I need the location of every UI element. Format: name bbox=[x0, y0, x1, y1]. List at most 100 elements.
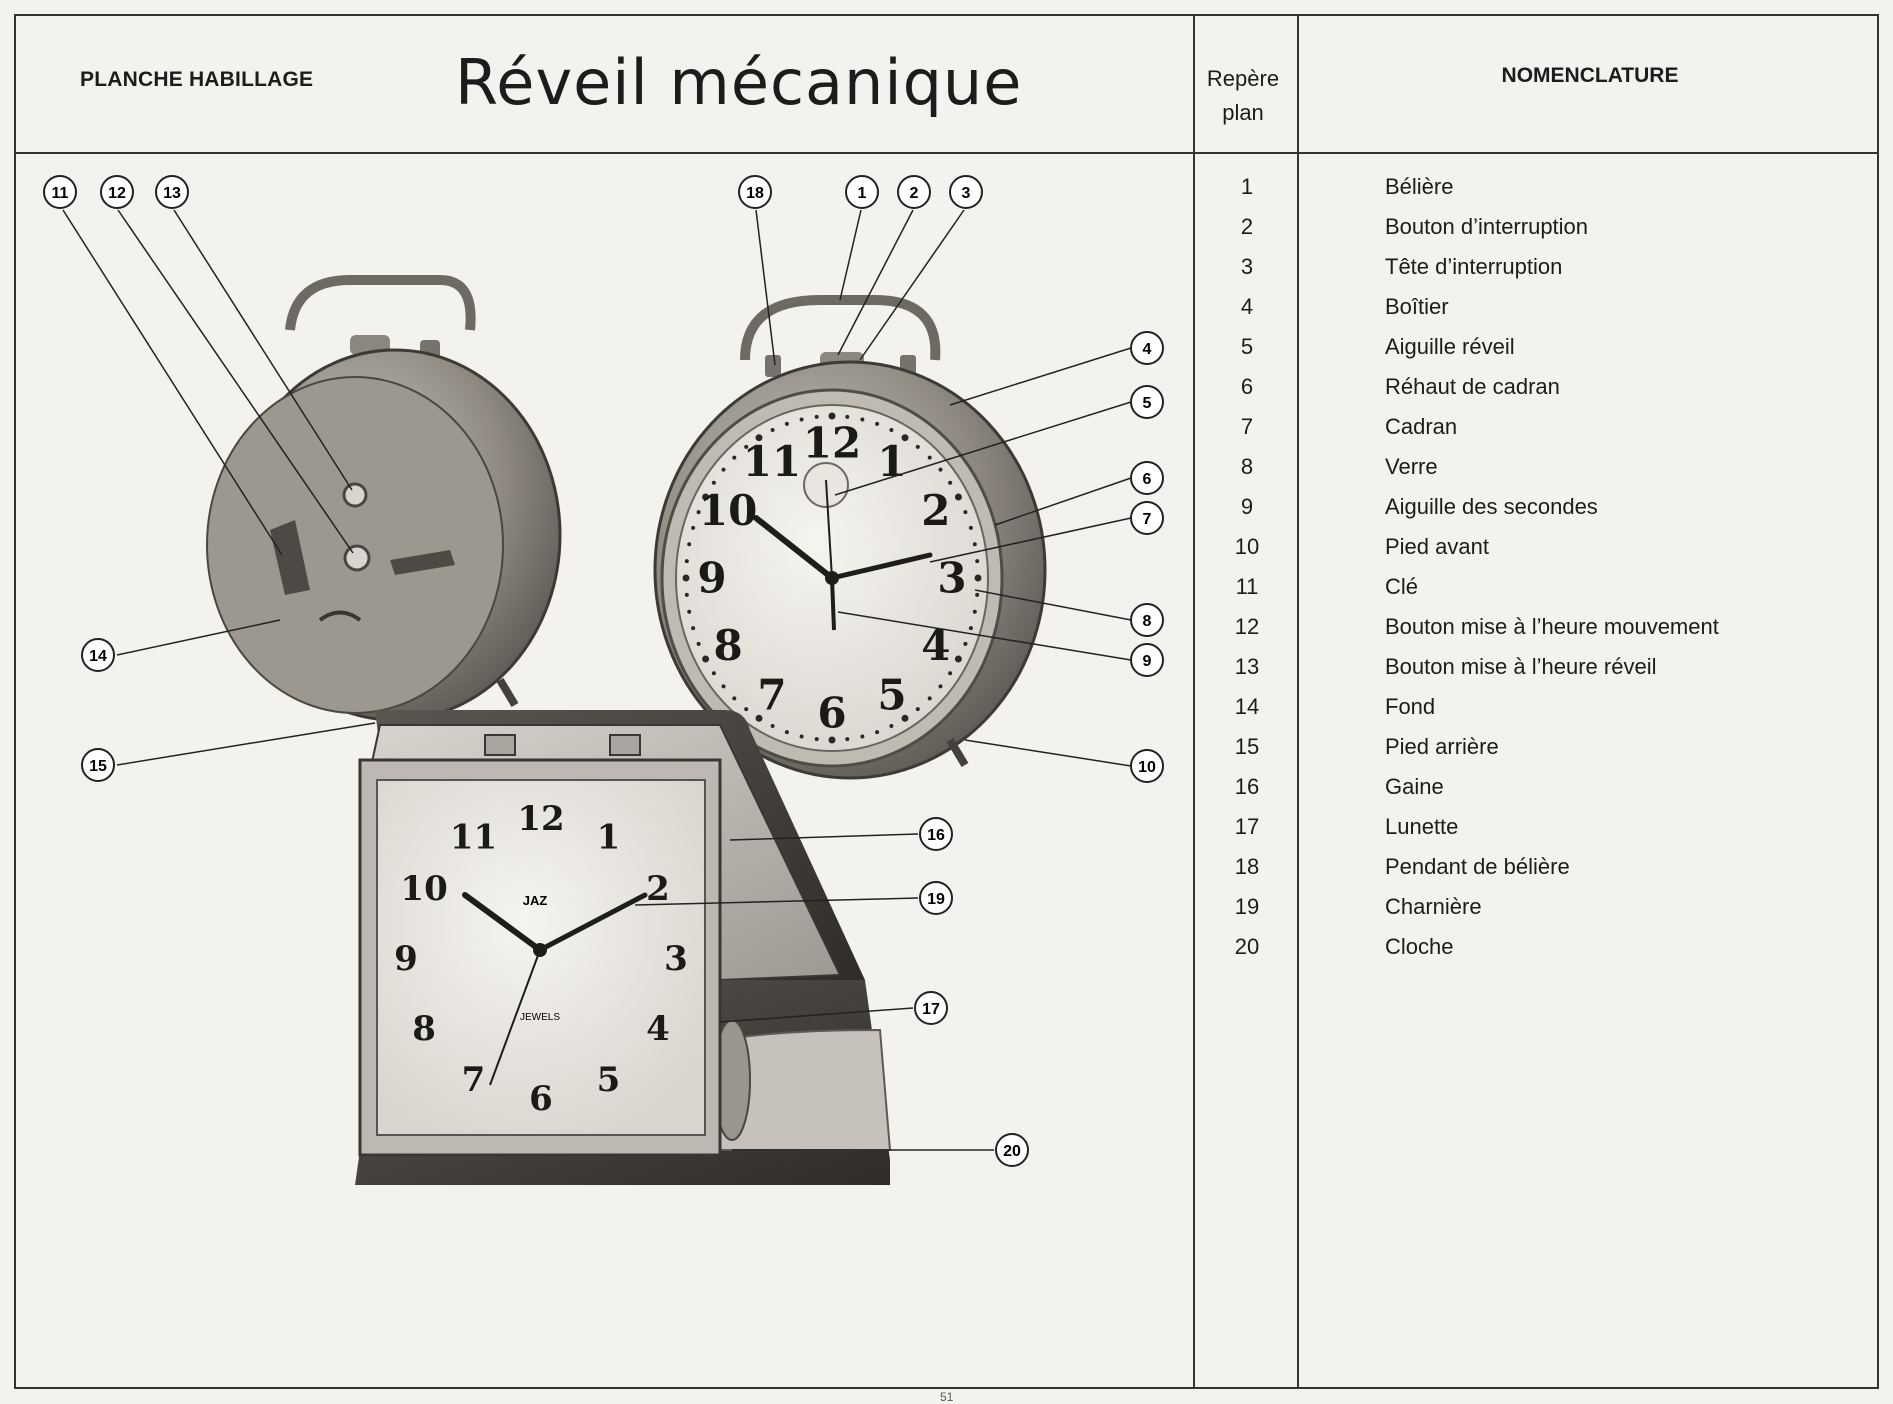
item-label: Bouton mise à l’heure réveil bbox=[1385, 654, 1657, 679]
minute-dot bbox=[696, 510, 701, 515]
minute-dot bbox=[684, 559, 689, 564]
dial-numeral: 6 bbox=[817, 689, 846, 738]
alarm-set-knob bbox=[342, 482, 368, 508]
minute-dot bbox=[684, 592, 689, 597]
item-number: 10 bbox=[1234, 534, 1260, 559]
callout-15: 15 bbox=[81, 722, 376, 782]
item-number: 5 bbox=[1240, 334, 1254, 359]
item-label: Gaine bbox=[1385, 774, 1444, 799]
header-divider bbox=[14, 152, 1879, 154]
sheet-label: PLANCHE HABILLAGE bbox=[80, 68, 314, 91]
dial-numeral: 9 bbox=[394, 939, 418, 979]
item-number: 20 bbox=[1234, 934, 1260, 959]
item-number: 13 bbox=[1234, 654, 1260, 679]
dial-numeral: 2 bbox=[646, 869, 670, 909]
minute-dot bbox=[963, 641, 968, 646]
brand-logo: JAZ bbox=[523, 893, 548, 908]
svg-text:5: 5 bbox=[1143, 395, 1152, 412]
dial-numeral: 2 bbox=[921, 486, 950, 535]
item-number: 3 bbox=[1240, 254, 1254, 279]
column-header-repere: Repère plan bbox=[1206, 66, 1280, 125]
minute-hand bbox=[829, 552, 933, 581]
svg-text:1: 1 bbox=[858, 185, 867, 202]
bell-ring bbox=[740, 295, 941, 361]
svg-text:2: 2 bbox=[910, 185, 919, 202]
item-label: Bouton mise à l’heure mouvement bbox=[1385, 614, 1719, 639]
minute-dot bbox=[799, 417, 804, 422]
minute-dot bbox=[721, 684, 726, 689]
item-label: Pendant de bélière bbox=[1385, 854, 1570, 879]
minute-dot bbox=[682, 574, 690, 582]
dial-numeral: 11 bbox=[450, 818, 497, 858]
column-divider-left bbox=[1193, 14, 1195, 1389]
callout-16: 16 bbox=[729, 817, 953, 851]
front-foot-right bbox=[946, 737, 969, 768]
minute-dot bbox=[972, 609, 977, 614]
time-set-knob bbox=[343, 544, 371, 572]
item-label: Réhaut de cadran bbox=[1385, 374, 1560, 399]
bell-ring-handle bbox=[285, 275, 476, 331]
callouts: 11 12 13 14 15 18 1 bbox=[43, 175, 1164, 1167]
minute-dot bbox=[915, 444, 920, 449]
minute-dot bbox=[828, 736, 836, 744]
callout-6: 6 bbox=[994, 461, 1164, 526]
minute-dot bbox=[860, 734, 865, 739]
minute-dot bbox=[975, 592, 980, 597]
item-label: Aiguille des secondes bbox=[1385, 494, 1598, 519]
svg-text:13: 13 bbox=[163, 185, 181, 202]
minute-dot bbox=[784, 421, 789, 426]
item-number: 19 bbox=[1234, 894, 1260, 919]
item-label: Tête d’interruption bbox=[1385, 254, 1563, 279]
svg-text:11: 11 bbox=[52, 185, 69, 202]
minute-dot bbox=[975, 559, 980, 564]
dial-numeral: 5 bbox=[877, 671, 906, 720]
minute-dot bbox=[687, 609, 692, 614]
item-label: Bouton d’interruption bbox=[1385, 214, 1589, 239]
minute-dot bbox=[755, 714, 763, 722]
item-label: Clé bbox=[1385, 574, 1419, 599]
minute-dot bbox=[721, 467, 726, 472]
minute-dot bbox=[889, 724, 894, 728]
minute-dot bbox=[814, 737, 819, 742]
item-label: Verre bbox=[1385, 454, 1438, 479]
item-number: 1 bbox=[1240, 174, 1254, 199]
minute-dot bbox=[732, 455, 737, 460]
travel-hour-hand bbox=[462, 892, 543, 953]
item-number: 16 bbox=[1234, 774, 1260, 799]
svg-text:9: 9 bbox=[1143, 653, 1152, 670]
svg-text:16: 16 bbox=[927, 827, 945, 844]
minute-dot bbox=[938, 467, 943, 472]
travel-hand-pivot bbox=[533, 943, 547, 957]
callout-1: 1 bbox=[839, 175, 879, 301]
dial-numeral: 3 bbox=[664, 939, 688, 979]
item-label: Charnière bbox=[1385, 894, 1482, 919]
column-header-nomenclature: NOMENCLATURE bbox=[1501, 64, 1679, 87]
svg-text:4: 4 bbox=[1143, 341, 1152, 358]
dial-numeral: 7 bbox=[462, 1060, 486, 1100]
svg-text:17: 17 bbox=[922, 1001, 940, 1018]
minute-dot bbox=[972, 542, 977, 547]
callout-3: 3 bbox=[859, 175, 983, 361]
column-divider-right bbox=[1297, 14, 1299, 1389]
minute-dot bbox=[711, 480, 716, 485]
svg-text:8: 8 bbox=[1143, 613, 1152, 630]
callout-7: 7 bbox=[929, 501, 1164, 563]
item-label: Lunette bbox=[1385, 814, 1459, 839]
item-number: 7 bbox=[1240, 414, 1254, 439]
item-label: Aiguille réveil bbox=[1385, 334, 1515, 359]
dial-numeral: 1 bbox=[877, 437, 906, 486]
minute-dot bbox=[770, 724, 775, 728]
callout-18: 18 bbox=[738, 175, 776, 366]
seconds-hand bbox=[830, 577, 836, 631]
item-label: Fond bbox=[1385, 694, 1436, 719]
callout-19: 19 bbox=[634, 881, 953, 915]
hinge-right bbox=[609, 734, 641, 756]
minute-dot bbox=[954, 493, 962, 501]
svg-text:6: 6 bbox=[1143, 471, 1152, 488]
item-number: 12 bbox=[1234, 614, 1260, 639]
minute-dot bbox=[901, 714, 909, 722]
